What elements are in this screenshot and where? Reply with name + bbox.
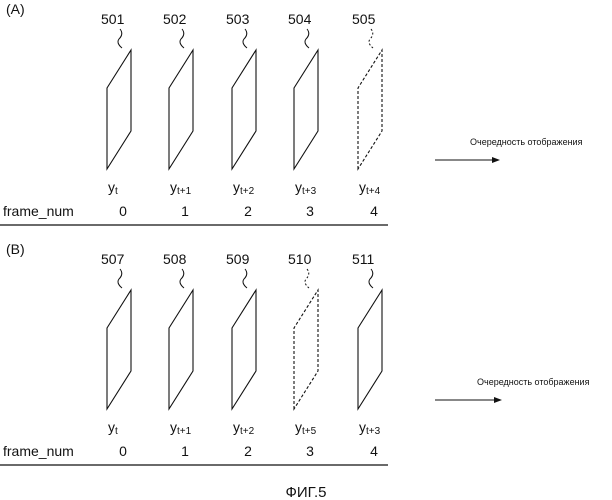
frame-num-value: 3 <box>306 443 314 459</box>
frame-symbol-base: y <box>170 419 177 435</box>
frame-num-value: 3 <box>306 203 314 219</box>
frame-ref-number: 507 <box>101 251 125 267</box>
panel-label: (A) <box>6 1 25 17</box>
frame-symbol: yt+3 <box>359 419 381 437</box>
frame-symbol-base: y <box>295 179 302 195</box>
frame <box>169 290 193 409</box>
frame <box>107 290 131 409</box>
frame-num-value: 0 <box>119 443 127 459</box>
frame-num-value: 1 <box>181 443 189 459</box>
frame-symbol-subscript: t+1 <box>177 426 192 437</box>
frame-symbol: yt+2 <box>233 419 255 437</box>
frame-ref-number: 510 <box>288 251 312 267</box>
frame-symbol-subscript: t <box>115 426 118 437</box>
frame-symbol-subscript: t+3 <box>366 426 381 437</box>
frame-num-value: 4 <box>370 443 378 459</box>
frame-symbol-subscript: t+4 <box>366 186 381 197</box>
arrow-head <box>494 397 502 403</box>
frame-symbol: yt+1 <box>170 419 192 437</box>
frame-ref-number: 508 <box>163 251 187 267</box>
dashed-frame <box>358 50 382 169</box>
frame-ref-number: 503 <box>226 11 250 27</box>
frame-symbol-subscript: t+5 <box>302 426 317 437</box>
frame-num-value: 4 <box>370 203 378 219</box>
leader-line <box>369 29 373 48</box>
leader-line <box>305 29 309 48</box>
frame-symbol-base: y <box>295 419 302 435</box>
frame-symbol-base: y <box>170 179 177 195</box>
frame <box>232 290 256 409</box>
leader-line <box>305 269 309 288</box>
frame-symbol-subscript: t+2 <box>240 186 255 197</box>
panel-label: (B) <box>6 241 25 257</box>
frame-symbol-subscript: t+1 <box>177 186 192 197</box>
frame-ref-number: 501 <box>101 11 125 27</box>
frame-num-value: 2 <box>244 203 252 219</box>
leader-line <box>180 269 184 288</box>
frame-symbol: yt+3 <box>295 179 317 197</box>
frame-symbol-subscript: t <box>115 186 118 197</box>
frame <box>107 50 131 169</box>
leader-line <box>369 269 373 288</box>
frame-ref-number: 502 <box>163 11 187 27</box>
frame-num-value: 0 <box>119 203 127 219</box>
arrow-head <box>492 157 500 163</box>
frame-symbol: yt+1 <box>170 179 192 197</box>
frame-num-label: frame_num <box>3 203 74 219</box>
display-order-label: Очередность отображения <box>470 137 583 147</box>
frame-num-value: 2 <box>244 443 252 459</box>
frame <box>232 50 256 169</box>
leader-line <box>180 29 184 48</box>
display-order-label: Очередность отображения <box>477 377 590 387</box>
frame-symbol-base: y <box>359 179 366 195</box>
frame <box>358 290 382 409</box>
frame-symbol-subscript: t+2 <box>240 426 255 437</box>
frame-ref-number: 505 <box>352 11 376 27</box>
leader-line <box>243 269 247 288</box>
frame-symbol: yt <box>108 419 118 437</box>
frame-ref-number: 504 <box>288 11 312 27</box>
frame-symbol-base: y <box>233 179 240 195</box>
leader-line <box>118 269 122 288</box>
frame-symbol-base: y <box>359 419 366 435</box>
frame-symbol: yt+4 <box>359 179 381 197</box>
frame-symbol: yt <box>108 179 118 197</box>
frame-ref-number: 509 <box>226 251 250 267</box>
dashed-frame <box>294 290 318 409</box>
leader-line <box>118 29 122 48</box>
frame-symbol-subscript: t+3 <box>302 186 317 197</box>
frame-ref-number: 511 <box>352 251 375 267</box>
frame-symbol-base: y <box>108 179 115 195</box>
frame <box>294 50 318 169</box>
frame-symbol-base: y <box>233 419 240 435</box>
frame-num-label: frame_num <box>3 443 74 459</box>
frame-symbol: yt+5 <box>295 419 317 437</box>
frame-num-value: 1 <box>181 203 189 219</box>
figure-caption: ФИГ.5 <box>286 484 327 500</box>
leader-line <box>243 29 247 48</box>
frame-symbol: yt+2 <box>233 179 255 197</box>
frame <box>169 50 193 169</box>
frame-symbol-base: y <box>108 419 115 435</box>
